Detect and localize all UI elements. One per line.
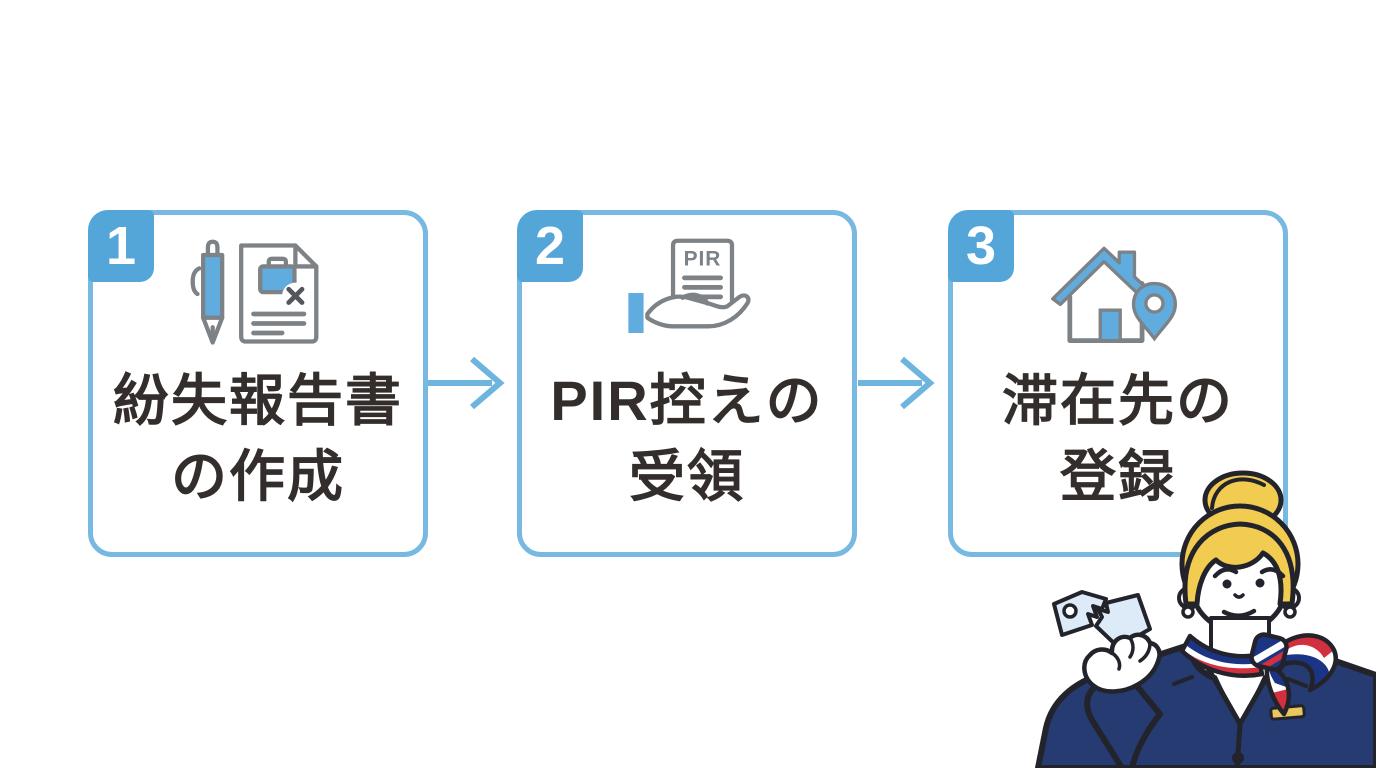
hand: [1082, 632, 1162, 694]
step-2-number: 2: [534, 216, 566, 276]
arrow-right-icon-2: [858, 356, 935, 410]
bangs: [1182, 521, 1296, 607]
worried-attendant-illustration: [1035, 470, 1376, 768]
torn-baggage-tag-piece: [1052, 590, 1108, 637]
step-3-number: 3: [965, 216, 997, 276]
house-location-pin-icon: [953, 235, 1283, 353]
step-3-number-badge: 3: [948, 210, 1014, 282]
lost-report-and-pen-icon: [93, 235, 423, 353]
step-1-label-line2: の作成: [171, 445, 345, 508]
hand-receiving-pir-copy-icon: PIR: [522, 235, 852, 353]
eye-left: [1222, 579, 1232, 589]
lost-report-and-pen-icon-svg: [190, 239, 319, 345]
pir-document-text: PIR: [683, 247, 721, 270]
earring-left: [1181, 605, 1195, 619]
step-1-number-badge: 1: [88, 210, 154, 282]
step-1-label: 紛失報告書 の作成: [93, 363, 423, 515]
nose: [1233, 593, 1245, 599]
step-3-label-line1: 滞在先の: [1002, 369, 1234, 432]
step-1-number: 1: [105, 216, 137, 276]
hand-receiving-pir-copy-icon-svg: PIR: [628, 238, 751, 333]
house-location-pin-icon-svg: [1050, 246, 1177, 343]
mouth: [1221, 608, 1257, 618]
eye-right: [1255, 578, 1265, 588]
step-2-label-line1: PIR控えの: [550, 369, 824, 432]
eyebrow-right: [1259, 567, 1286, 579]
step-2-number-badge: 2: [517, 210, 583, 282]
step-2-label-line2: 受領: [629, 445, 745, 508]
step-2-label: PIR控えの 受領: [522, 363, 852, 515]
step-card-1: 1 紛失報告書: [88, 210, 428, 557]
step-3-label: 滞在先の 登録: [953, 363, 1283, 515]
earring-right: [1283, 605, 1297, 619]
step-card-2: 2 PIR PIR控えの 受領: [517, 210, 857, 557]
step-3-label-line2: 登録: [1060, 445, 1176, 508]
eyebrow-left: [1212, 567, 1239, 579]
arrow-right-icon-1: [428, 356, 505, 410]
step-1-label-line1: 紛失報告書: [113, 369, 403, 432]
jacket-button: [1232, 752, 1244, 764]
